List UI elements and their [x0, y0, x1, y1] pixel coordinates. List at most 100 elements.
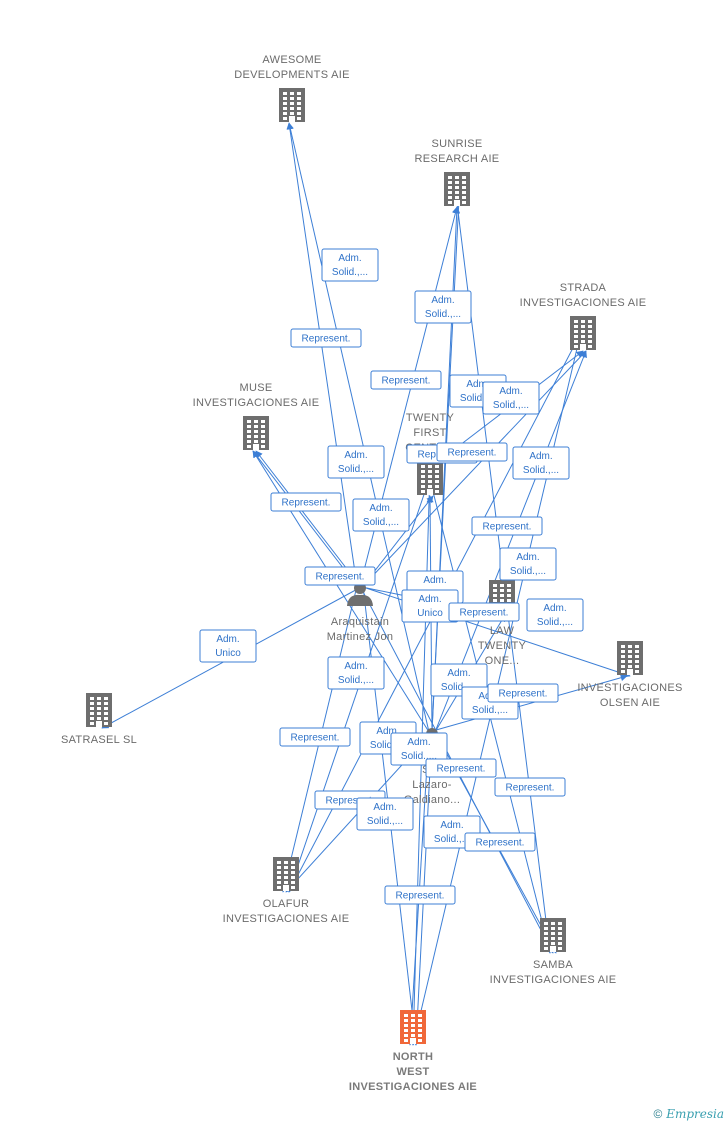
edge-label[interactable]: Adm.Solid.,...: [390, 732, 448, 766]
relation-edge: [255, 450, 361, 587]
edge-label[interactable]: Adm.Solid.,...: [321, 248, 379, 282]
edge-label-text: Solid.,...: [523, 465, 559, 476]
node-label: FIRST: [413, 427, 446, 439]
node-olafur[interactable]: OLAFUR INVESTIGACIONES AIE: [223, 857, 350, 925]
edge-label-text: Solid.,...: [370, 740, 406, 751]
edge-label[interactable]: Represent.: [471, 516, 543, 536]
building-icon: [570, 316, 596, 350]
edge-label-text: Solid.,...: [425, 309, 461, 320]
relation-edge: [287, 122, 430, 733]
edge-label-text: Adm.: [216, 634, 239, 645]
edge-label[interactable]: Adm. Solid.,...: [512, 446, 570, 480]
edge-label-text: Represent.: [506, 783, 555, 794]
node-label: LAW: [490, 625, 515, 637]
node-label: INVESTIGACIONES AIE: [490, 974, 617, 986]
node-label: Galdiano...: [404, 794, 461, 806]
edge-label-text: Represent.: [326, 796, 375, 807]
node-label: AWESOME: [262, 54, 321, 66]
node-label: Araquistain: [331, 616, 389, 628]
edge-label-text: Solid.,...: [367, 816, 403, 827]
edge-label-text: Represent.: [437, 764, 486, 775]
edge-label-text: Solid.,...: [472, 705, 508, 716]
edge-label-text: Adm.: [431, 295, 454, 306]
edge-label-text: Solid.,...: [537, 617, 573, 628]
edge-label-text: Adm.: [423, 575, 446, 586]
edge-label[interactable]: Adm.Unico: [401, 589, 459, 623]
edge-label-text: Adm.: [529, 451, 552, 462]
edge-label-text: Adm.: [407, 737, 430, 748]
relation-edge: [362, 350, 587, 587]
edge-label-text: Solid.,...: [493, 400, 529, 411]
node-label: SATRASEL SL: [61, 734, 137, 746]
edge-label-text: Represent.: [460, 608, 509, 619]
edge-label[interactable]: Represent.: [384, 885, 456, 905]
edge-label-text: Adm.: [440, 820, 463, 831]
edge-label[interactable]: Adm.Solid.,...: [526, 598, 584, 632]
edge-label[interactable]: Represent.: [494, 777, 566, 797]
building-icon: [540, 918, 566, 952]
edge-label[interactable]: Represent.: [464, 832, 536, 852]
edge-label-text: Solid.,...: [332, 267, 368, 278]
relation-edge: [428, 674, 628, 733]
brand-logo-text: Empresia: [666, 1107, 724, 1121]
edge-label-text: Represent.: [316, 572, 365, 583]
edge-label-text: Represent.: [499, 689, 548, 700]
edge-label[interactable]: Adm.Solid.,...: [499, 547, 557, 581]
building-icon: [86, 693, 112, 727]
node-label: SAMBA: [533, 959, 573, 971]
edge-label[interactable]: Adm.Solid.,...: [482, 381, 540, 415]
edge-label[interactable]: Represent.: [448, 602, 520, 622]
edge-label[interactable]: Adm. Solid.,...: [352, 498, 410, 532]
building-icon: [444, 172, 470, 206]
building-icon: [617, 641, 643, 675]
edge-label[interactable]: Represent.: [436, 442, 508, 462]
edge-label[interactable]: Represent.: [425, 758, 497, 778]
edge-label-text: Solid.,...: [338, 675, 374, 686]
node-label: INVESTIGACIONES AIE: [193, 397, 320, 409]
edge-label-text: Adm.: [344, 450, 367, 461]
edge-label[interactable]: Adm. Solid.,...: [414, 290, 472, 324]
edge-label[interactable]: Represent.: [270, 492, 342, 512]
edge-label[interactable]: Represent.: [487, 683, 559, 703]
node-satrasel[interactable]: SATRASEL SL: [61, 693, 137, 746]
building-icon: [273, 857, 299, 891]
building-icon: [243, 416, 269, 450]
node-label: INVESTIGACIONES AIE: [223, 913, 350, 925]
node-label: OLSEN AIE: [600, 697, 660, 709]
edge-label-text: Solid.,...: [434, 834, 470, 845]
building-icon: [417, 461, 443, 495]
node-label: STRADA: [560, 282, 607, 294]
person-icon: [347, 582, 373, 606]
edge-label-text: Solid.,...: [363, 517, 399, 528]
edge-label-text: Adm.: [344, 661, 367, 672]
edge-label[interactable]: Represent.: [370, 370, 442, 390]
edge-label[interactable]: Adm. Solid.,...: [327, 445, 385, 479]
edge-label-text: Represent.: [282, 498, 331, 509]
node-label: TWENTY: [478, 640, 527, 652]
node-samba[interactable]: SAMBA INVESTIGACIONES AIE: [490, 918, 617, 986]
edge-label[interactable]: Represent.: [279, 727, 351, 747]
edge-label[interactable]: Adm. Solid.,...: [327, 656, 385, 690]
empresia-watermark: © Empresia: [654, 1107, 724, 1121]
edge-label[interactable]: Adm.Unico: [199, 629, 257, 663]
copyright-symbol: ©: [653, 1107, 663, 1121]
edge-label[interactable]: Represent.: [290, 328, 362, 348]
edge-label-text: Solid.,...: [338, 464, 374, 475]
node-label: OLAFUR: [263, 898, 309, 910]
relation-edge: [252, 450, 358, 587]
edge-label-text: Adm.: [369, 503, 392, 514]
node-label: RESEARCH AIE: [415, 153, 500, 165]
edge-label[interactable]: Adm.Solid.,...: [356, 797, 414, 831]
edge-label[interactable]: Represent.: [304, 566, 376, 586]
edge-label-text: Adm.: [376, 726, 399, 737]
node-label: TWENTY: [406, 412, 455, 424]
edge-label-text: Represent.: [302, 334, 351, 345]
